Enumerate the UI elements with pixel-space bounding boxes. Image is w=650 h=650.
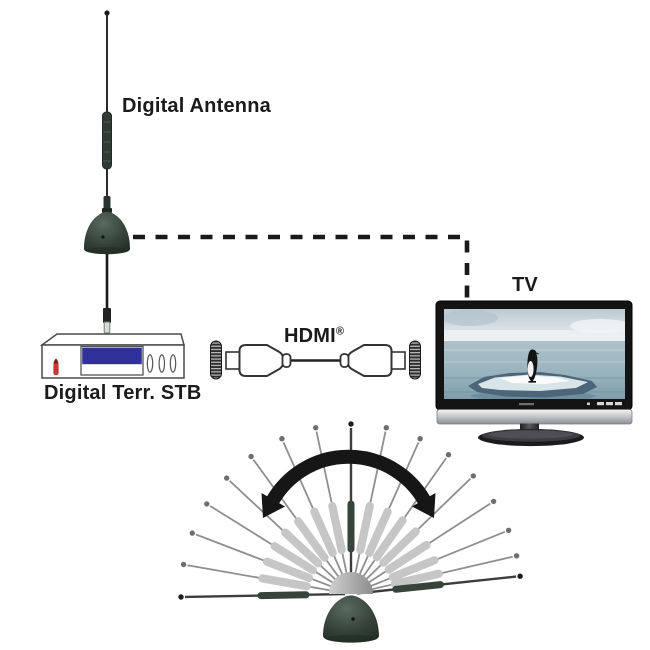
fan-pivot-disc [329, 572, 373, 594]
ice-floe [468, 372, 597, 399]
stb-power-led [53, 358, 59, 376]
fan-rod-tip [470, 473, 476, 479]
stb-graphic [39, 333, 185, 379]
antenna-label: Digital Antenna [122, 95, 271, 118]
tv-label: TV [512, 274, 538, 297]
arrow-head-right [412, 493, 436, 518]
antenna-coil [102, 111, 112, 170]
fan-rods [178, 421, 523, 600]
penguin [527, 349, 539, 383]
stb-buttons [146, 354, 177, 373]
fan-rod-coil [270, 542, 317, 575]
fan-rod-coil [365, 507, 392, 558]
fan-rod-coil [390, 569, 443, 589]
fan-rod-tip [180, 561, 187, 568]
fan-diagram [178, 421, 523, 643]
tv-speaker-bar [436, 409, 633, 425]
fan-rod-tip [513, 553, 520, 559]
fan-rod-tip [505, 527, 512, 533]
antenna-base-rim [85, 247, 129, 254]
fan-rod-coil [356, 501, 374, 555]
fan-rod-tip [204, 501, 210, 507]
fan-rod-tip [178, 594, 184, 600]
fan-antenna-base [323, 595, 379, 643]
cable-plug [103, 308, 111, 334]
dashed-signal-line [133, 234, 470, 299]
fan-rod-coil [310, 507, 337, 558]
tv-stand [478, 423, 584, 447]
fan-rod-coil [294, 517, 329, 562]
hdmi-plug-left [225, 344, 292, 377]
fan-rod-coil [384, 540, 431, 574]
stb-label: Digital Terr. STB [44, 382, 202, 405]
arrow-head-left [261, 493, 285, 518]
fan-rod-coil [281, 528, 323, 568]
stb-top-face [39, 333, 185, 346]
antenna-ferrule [102, 196, 112, 213]
stb-display [80, 345, 144, 376]
stb-label-text: Digital Terr. STB [44, 382, 202, 404]
antenna-label-text: Digital Antenna [122, 95, 271, 117]
fan-rod-coil [372, 516, 407, 562]
tv-graphic [435, 300, 633, 447]
fan-rod-tip [517, 573, 523, 579]
hdmi-port-left [210, 340, 222, 380]
tv-bezel-markings [519, 402, 622, 406]
fan-base-rim [325, 634, 377, 643]
fan-rod-coil [262, 557, 314, 583]
fan-rod-tip [417, 436, 423, 442]
tv-screen [444, 309, 625, 399]
hdmi-port-right [409, 340, 421, 380]
fan-rod-tip [348, 421, 354, 427]
hdmi-registered-mark: ® [335, 325, 345, 338]
hdmi-label: HDMI® [284, 325, 344, 348]
fan-base-dot [351, 617, 355, 621]
antenna-base [84, 211, 130, 255]
fan-rod-tip [248, 453, 254, 460]
tv-label-text: TV [512, 274, 538, 296]
fan-rod-tip [279, 436, 285, 442]
antenna-base-dot [101, 235, 105, 239]
cloud [570, 319, 625, 333]
fan-rod-tip [490, 498, 497, 505]
rotation-arrow [261, 449, 436, 518]
fan-rod-coil [258, 574, 311, 591]
hdmi-label-text: HDMI [284, 325, 336, 347]
fan-rod-tip [189, 530, 195, 536]
hdmi-plug-right [339, 344, 406, 377]
cloud [444, 310, 498, 326]
fan-rod-tip [224, 475, 230, 481]
fan-rod-tip [383, 425, 389, 431]
fan-rod-coil [392, 581, 444, 593]
antenna-tip [104, 10, 110, 16]
fan-rod-coil [388, 556, 439, 582]
fan-rod-coil [257, 591, 310, 600]
digital-antenna-graphic [84, 10, 130, 334]
fan-rod-coil [328, 501, 346, 555]
fan-rod-tip [445, 452, 452, 458]
fan-rod-coil [379, 527, 420, 567]
ice-shelf-band [444, 330, 625, 341]
fan-rod-tip [313, 425, 319, 431]
hdmi-cable-graphic [210, 340, 421, 380]
